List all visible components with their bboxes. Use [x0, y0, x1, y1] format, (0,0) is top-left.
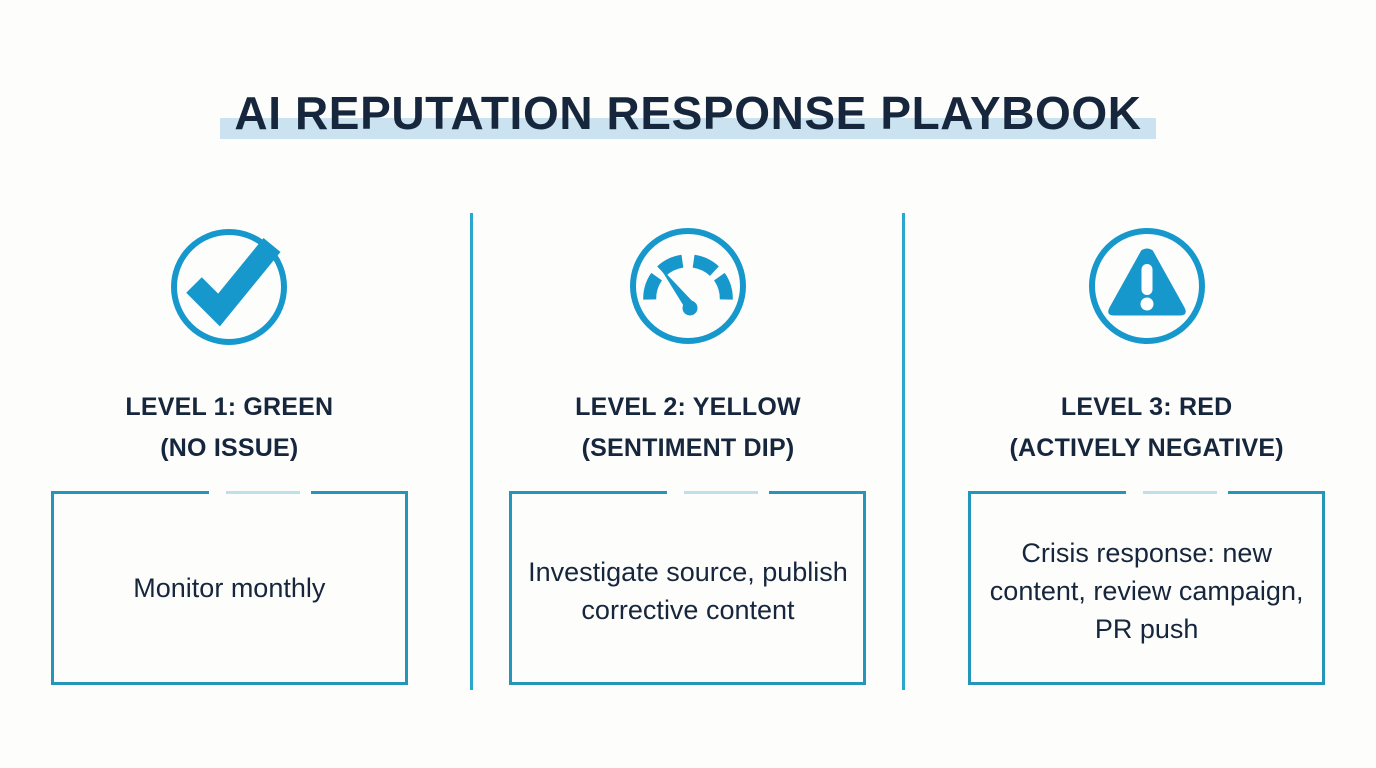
level-action-box-3: Crisis response: new content, review cam…: [968, 491, 1326, 685]
column-divider-1: [470, 213, 473, 690]
box-top-segment-left: [509, 491, 668, 494]
level-heading-1: LEVEL 1: GREEN (NO ISSUE): [125, 387, 333, 469]
level-column-1: LEVEL 1: GREEN (NO ISSUE) Monitor monthl…: [0, 205, 459, 685]
box-top-segment-left: [50, 491, 209, 494]
page-title: AI REPUTATION RESPONSE PLAYBOOK: [0, 74, 1376, 152]
level-action-text-1: Monitor monthly: [133, 573, 326, 603]
level-heading-2-line1: LEVEL 2: YELLOW: [575, 393, 801, 421]
box-top-segment-right: [310, 491, 408, 494]
page-title-text: AI REPUTATION RESPONSE PLAYBOOK: [234, 87, 1142, 139]
gauge-icon: [608, 205, 768, 365]
check-circle-icon: [149, 205, 309, 365]
column-divider-2: [902, 213, 905, 690]
level-heading-2: LEVEL 2: YELLOW (SENTIMENT DIP): [575, 387, 801, 469]
level-heading-2-line2: (SENTIMENT DIP): [581, 434, 795, 462]
box-top-segment-middle: [684, 491, 759, 494]
level-column-2: LEVEL 2: YELLOW (SENTIMENT DIP) Investig…: [459, 205, 918, 685]
level-action-text-2: Investigate source, publish corrective c…: [528, 557, 848, 625]
level-action-text-3: Crisis response: new content, review cam…: [989, 538, 1304, 644]
level-action-box-2: Investigate source, publish corrective c…: [509, 491, 867, 685]
box-top-segment-right: [1228, 491, 1326, 494]
box-top-segment-middle: [1143, 491, 1218, 494]
level-column-3: LEVEL 3: RED (ACTIVELY NEGATIVE) Crisis …: [917, 205, 1376, 685]
box-top-segment-right: [769, 491, 867, 494]
level-heading-3-line2: (ACTIVELY NEGATIVE): [1009, 434, 1284, 462]
level-heading-3: LEVEL 3: RED (ACTIVELY NEGATIVE): [1010, 387, 1284, 469]
box-top-segment-middle: [225, 491, 300, 494]
level-columns: LEVEL 1: GREEN (NO ISSUE) Monitor monthl…: [0, 205, 1376, 685]
level-heading-3-line1: LEVEL 3: RED: [1060, 393, 1233, 421]
warning-triangle-icon: [1067, 205, 1227, 365]
title-highlight-band: [220, 118, 1156, 139]
level-action-box-1: Monitor monthly: [50, 491, 408, 685]
level-heading-1-line1: LEVEL 1: GREEN: [125, 393, 334, 421]
level-heading-1-line2: (NO ISSUE): [160, 434, 299, 462]
box-top-segment-left: [968, 491, 1127, 494]
